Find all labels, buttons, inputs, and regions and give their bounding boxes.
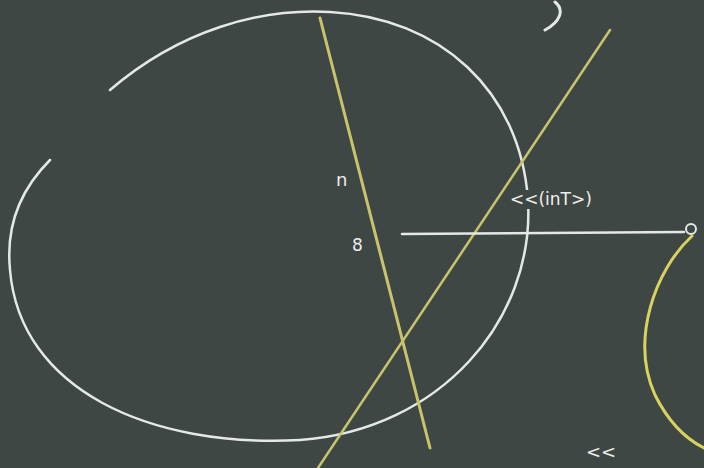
chalk-label: n <box>334 170 349 190</box>
chalk-label: 8 <box>350 236 365 255</box>
chalk-line <box>318 30 610 468</box>
chalk-mark <box>545 2 560 30</box>
chalk-label: << <box>584 442 618 462</box>
chalk-dot <box>686 224 696 234</box>
chalk-circle <box>9 12 528 441</box>
chalk-line <box>402 232 684 234</box>
chalk-curve <box>645 236 704 448</box>
chalk-label: <<(inT>) <box>508 190 594 209</box>
